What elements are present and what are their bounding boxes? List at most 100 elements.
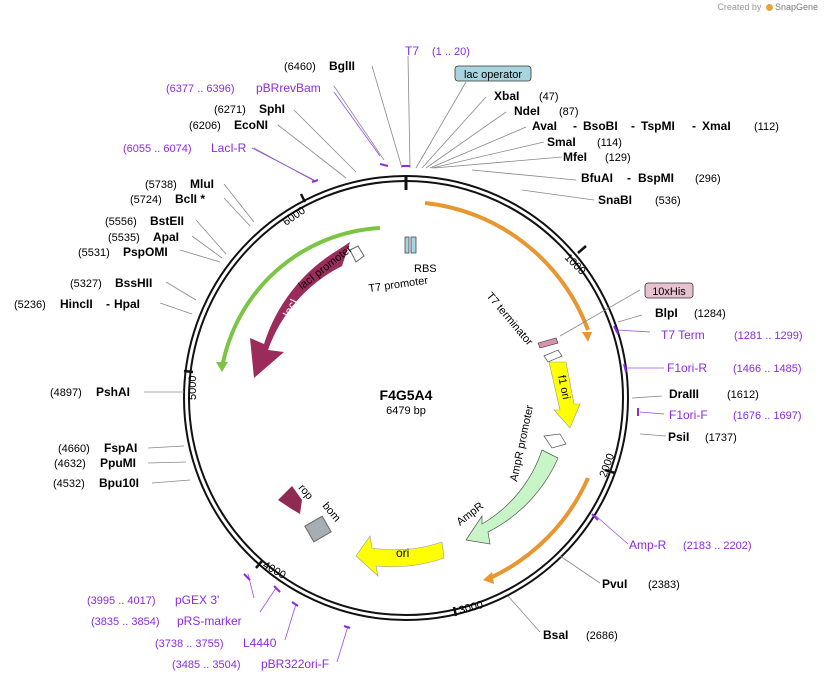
ruler-tick-6000: 6000 [281,205,308,229]
enzyme-sphi: SphI [259,102,285,116]
enzyme-pos-avai: (112) [754,121,779,133]
credit-brand: SnapGene [774,2,818,12]
his-tag-label: 10xHis [652,286,686,298]
enzyme-bglii: BglII [329,59,355,73]
ruler-tick-3000: 3000 [458,599,485,617]
enzyme-bsteii: BstEII [150,214,184,228]
enzyme-fspai: FspAI [104,441,137,455]
t7-promoter-arc [424,201,590,331]
t7-promoter-arrowhead [582,332,592,342]
enzyme-hincii: HincII [60,297,93,311]
enzyme-pos-mfei: (129) [605,152,631,164]
enzyme-econi: EcoNI [234,118,268,132]
enzyme-pos-blpi: (1284) [694,308,726,320]
enzyme-pos-apai: (5535) [108,232,140,244]
ampr-promoter-glyph [543,433,567,449]
enzyme-pos-snabi: (536) [655,195,681,207]
enzyme-pos-xbai: (47) [539,91,559,103]
enzyme-smai: SmaI [547,135,576,149]
primer-leader-lines [247,91,665,663]
feature-label-f1-ori: f1 ori [555,374,572,400]
enzyme-pos-bpu10i: (4532) [53,478,85,490]
feature-label-t7-promoter: T7 promoter [368,275,429,295]
enzyme-pos-sphi: (6271) [214,104,246,116]
rbs-glyph [410,236,417,254]
primer-range-t7: (1 .. 20) [432,46,470,58]
lac-operator-box [454,65,532,82]
plasmid-name: F4G5A4 [380,387,433,403]
enzyme-pshai: PshAI [96,385,130,399]
credit-prefix: Created by [717,2,762,12]
enzyme-pos-bcli: (5724) [130,194,162,206]
feature-label-rbs: RBS [414,263,437,275]
enzyme-pos-bsai: (2686) [586,630,618,642]
feature-label-ampr-promoter: AmpR promoter [508,404,536,483]
ruler-ticks [183,193,616,617]
primer-range-pbrrevbam: (6377 .. 6396) [166,83,235,95]
primer-l4440: L4440 [243,636,277,650]
primer-pgex: pGEX 3' [175,593,219,607]
enzyme-bsai: BsaI [543,628,568,642]
laci-arrow [250,242,350,378]
enzyme-hpai: HpaI [114,297,140,311]
enzyme-pos-ppumi: (4632) [54,458,86,470]
snapgene-logo-icon [765,4,773,11]
lac-operator-glyph [404,236,410,254]
enzyme-pos-bglii: (6460) [284,61,316,73]
plasmid-size: 6479 bp [386,405,426,417]
laci-promoter-arc [220,226,381,369]
enzyme-draiii: DraIII [669,387,699,401]
enzyme-pvui: PvuI [602,577,627,591]
primer-t7: T7 [405,44,419,58]
primer-range-pgex: (3995 .. 4017) [87,595,156,607]
enzyme-psii: PsiI [668,430,689,444]
bom-box [304,515,332,543]
enzyme-ndei: NdeI [514,104,540,118]
primer-pbr322ori-f: pBR322ori-F [261,657,329,671]
his-tag-glyph [537,337,559,349]
ruler-tick-5000: 5000 [187,376,199,400]
enzyme-avai-sep2: - [631,119,635,133]
enzyme-pos-bsteii: (5556) [105,216,137,228]
enzyme-pspomi: PspOMI [123,245,168,259]
f1-ori-arrow [548,361,581,429]
laci-promoter-arrowhead [216,362,228,372]
enzyme-pos-hincii: (5236) [14,299,46,311]
enzyme-avai-sep3: - [692,119,696,133]
primer-range-t7-term: (1281 .. 1299) [734,330,803,342]
primer-range-amp-r: (2183 .. 2202) [683,540,752,552]
primer-range-f1ori-r: (1466 .. 1485) [733,363,802,375]
enzyme-bpu10i: Bpu10I [99,476,139,490]
ampr-arrow [465,449,559,545]
enzyme-xmai: XmaI [702,119,731,133]
primer-f1ori-f: F1ori-F [669,408,708,422]
enzyme-tspmi: TspMI [641,119,675,133]
enzyme-apai: ApaI [153,230,179,244]
enzyme-snabi: SnaBI [598,193,632,207]
primer-t7-term: T7 Term [661,328,705,342]
enzyme-pos-pvui: (2383) [648,579,680,591]
leader-lines [144,55,667,633]
enzyme-bsobi: BsoBI [583,119,618,133]
enzyme-pos-ndei: (87) [559,106,579,118]
laci-promoter-small-arrow [349,245,365,263]
enzyme-pos-pspomi: (5531) [78,247,110,259]
ampr-orange-arc [489,477,590,580]
enzyme-pos-bsshii: (5327) [70,278,102,290]
primer-laci-r: LacI-R [211,141,247,155]
enzyme-avai: AvaI [532,119,557,133]
primer-amp-r: Amp-R [629,538,667,552]
enzyme-bspmi: BspMI [638,171,674,185]
enzyme-avai-sep1: - [573,119,577,133]
lac-operator-label: lac operator [464,69,522,81]
enzyme-ppumi: PpuMI [100,456,136,470]
primer-range-f1ori-f: (1676 .. 1697) [733,410,802,422]
enzyme-pos-draiii: (1612) [727,389,759,401]
enzyme-pos-smai: (114) [597,137,622,149]
rop-arrow [278,486,302,514]
primer-pbrrevbam: pBRrevBam [256,81,321,95]
enzyme-xbai: XbaI [494,89,519,103]
feature-label-t7-terminator: T7 terminator [484,290,535,348]
snapgene-credit: Created by SnapGene [717,2,818,12]
enzyme-blpi: BlpI [655,306,678,320]
